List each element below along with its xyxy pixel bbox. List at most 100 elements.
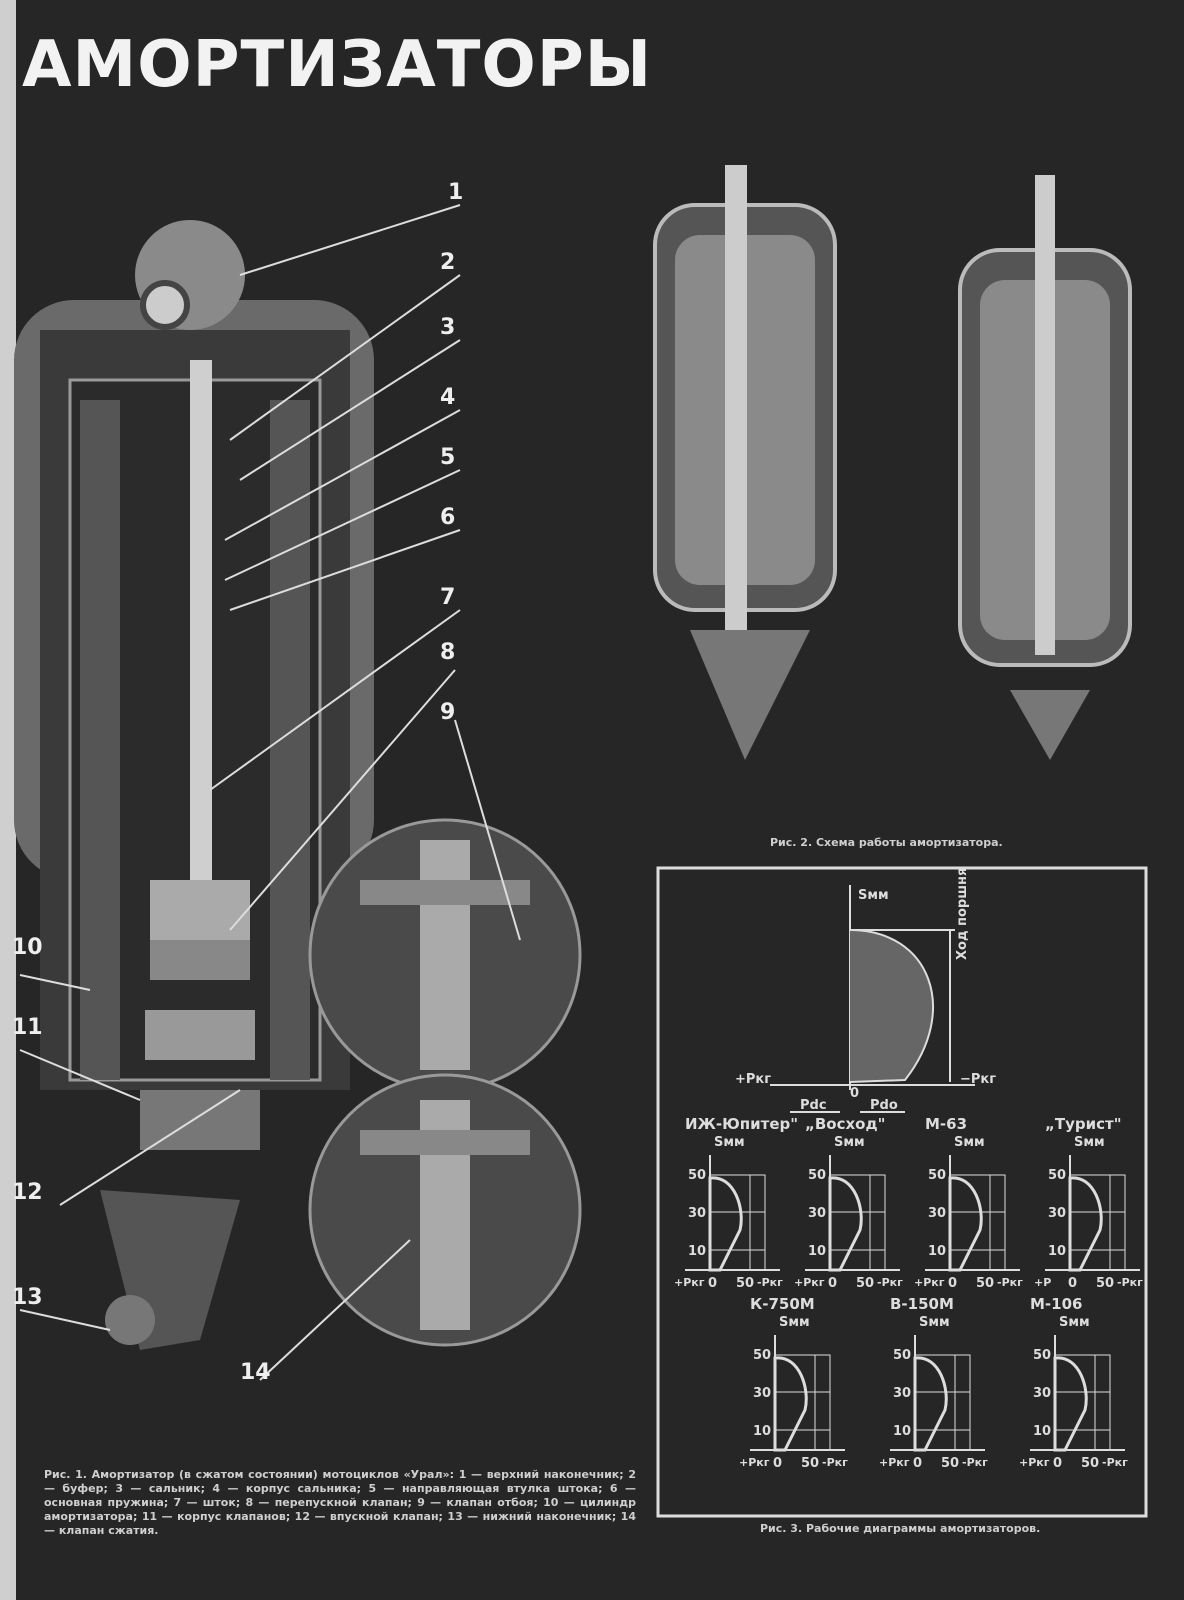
small-chart — [1030, 1335, 1125, 1452]
grid — [709, 1174, 766, 1271]
valve-detail-lower — [308, 1073, 582, 1347]
pdc-label: Pdc — [800, 1098, 827, 1113]
y-tick: 30 — [1048, 1206, 1067, 1221]
main-origin: 0 — [850, 1086, 860, 1101]
small-chart — [1045, 1155, 1140, 1272]
page-edge — [0, 0, 16, 1600]
grid — [1054, 1354, 1111, 1451]
x-tick: +P — [1034, 1276, 1052, 1289]
chart-title: В-150М — [890, 1295, 954, 1313]
x-tick: 50 — [801, 1456, 820, 1471]
grid — [1069, 1174, 1126, 1271]
small-chart — [750, 1335, 845, 1452]
x-tick: -Pкг — [997, 1276, 1023, 1289]
x-tick: 0 — [948, 1276, 958, 1291]
diagram-curve — [1068, 1176, 1103, 1272]
x-tick: 0 — [1068, 1276, 1078, 1291]
callout-number: 4 — [440, 385, 456, 410]
x-tick: 50 — [856, 1276, 875, 1291]
callout-number: 11 — [12, 1015, 43, 1040]
y-tick: 30 — [753, 1386, 772, 1401]
callout-number: 6 — [440, 505, 456, 530]
chart-title: ИЖ-Юпитер" — [685, 1115, 799, 1133]
x-tick: 0 — [773, 1456, 783, 1471]
y-tick: 30 — [688, 1206, 707, 1221]
chart-title: „Восход" — [805, 1115, 886, 1133]
x-tick: -Pкг — [962, 1456, 988, 1469]
y-tick: 10 — [808, 1244, 827, 1259]
x-tick: +Pкг — [794, 1276, 825, 1289]
y-tick: 10 — [928, 1244, 947, 1259]
x-tick: 0 — [708, 1276, 718, 1291]
grid — [949, 1174, 1006, 1271]
x-tick: +Pкг — [914, 1276, 945, 1289]
callout-number: 9 — [440, 700, 456, 725]
callout-number: 5 — [440, 445, 456, 470]
x-tick: 0 — [913, 1456, 923, 1471]
valve-detail-upper — [308, 818, 582, 1092]
callout-number: 13 — [12, 1285, 43, 1310]
diagram-curve — [913, 1356, 948, 1452]
stroke-label: Ход поршня — [955, 867, 970, 960]
x-tick: +Pкг — [739, 1456, 770, 1469]
y-tick: 30 — [928, 1206, 947, 1221]
grid — [829, 1174, 886, 1271]
x-tick: 0 — [1053, 1456, 1063, 1471]
small-chart — [890, 1335, 985, 1452]
small-chart — [925, 1155, 1020, 1272]
main-diagram — [770, 885, 975, 1113]
pdo-label: Pdo — [870, 1098, 898, 1113]
small-charts — [685, 1155, 1140, 1452]
arrow-down-icon — [690, 630, 810, 760]
x-tick: +Pкг — [674, 1276, 705, 1289]
main-y-label: Sмм — [858, 888, 889, 903]
chart-title: М-63 — [925, 1115, 968, 1133]
y-tick: 50 — [753, 1348, 772, 1363]
shock-absorber-illustration — [14, 220, 374, 1350]
chart-title: М-106 — [1030, 1295, 1083, 1313]
callout-number: 3 — [440, 315, 456, 340]
callout-number: 8 — [440, 640, 456, 665]
callout-lines — [19, 204, 521, 1381]
chart-title: К-750М — [750, 1295, 815, 1313]
y-tick: 30 — [1033, 1386, 1052, 1401]
y-tick: 10 — [893, 1424, 912, 1439]
y-tick: 10 — [1048, 1244, 1067, 1259]
chart-y-label: Sмм — [834, 1135, 865, 1150]
chart-y-label: Sмм — [779, 1315, 810, 1330]
x-tick: 50 — [736, 1276, 755, 1291]
y-tick: 50 — [893, 1348, 912, 1363]
x-tick: 50 — [1096, 1276, 1115, 1291]
chart-y-label: Sмм — [714, 1135, 745, 1150]
callout-number: 10 — [12, 935, 43, 960]
y-tick: 50 — [928, 1168, 947, 1183]
diagram-frame — [656, 866, 1148, 1518]
page-title: АМОРТИЗАТОРЫ — [22, 28, 653, 102]
chart-y-label: Sмм — [954, 1135, 985, 1150]
x-tick: -Pкг — [1102, 1456, 1128, 1469]
figure-3-caption: Рис. 3. Рабочие диаграммы амортизаторов. — [760, 1522, 1041, 1535]
x-tick: +Pкг — [1019, 1456, 1050, 1469]
y-tick: 50 — [1033, 1348, 1052, 1363]
callout-number: 14 — [240, 1360, 271, 1385]
y-tick: 50 — [688, 1168, 707, 1183]
x-tick: 50 — [941, 1456, 960, 1471]
diagram-curve — [1053, 1356, 1088, 1452]
chart-title: „Турист" — [1045, 1115, 1122, 1133]
x-tick: -Pкг — [877, 1276, 903, 1289]
chart-y-label: Sмм — [1074, 1135, 1105, 1150]
x-tick: -Pкг — [1117, 1276, 1143, 1289]
figure-1-caption: Рис. 1. Амортизатор (в сжатом состоянии)… — [44, 1468, 636, 1537]
arrow-up-icon — [1010, 690, 1090, 760]
x-tick: 50 — [976, 1276, 995, 1291]
chart-y-label: Sмм — [919, 1315, 950, 1330]
x-tick: 50 — [1081, 1456, 1100, 1471]
grid — [774, 1354, 831, 1451]
y-tick: 10 — [753, 1424, 772, 1439]
y-tick: 50 — [1048, 1168, 1067, 1183]
callout-number: 1 — [448, 180, 464, 205]
callout-number: 12 — [12, 1180, 43, 1205]
x-tick: +Pкг — [879, 1456, 910, 1469]
